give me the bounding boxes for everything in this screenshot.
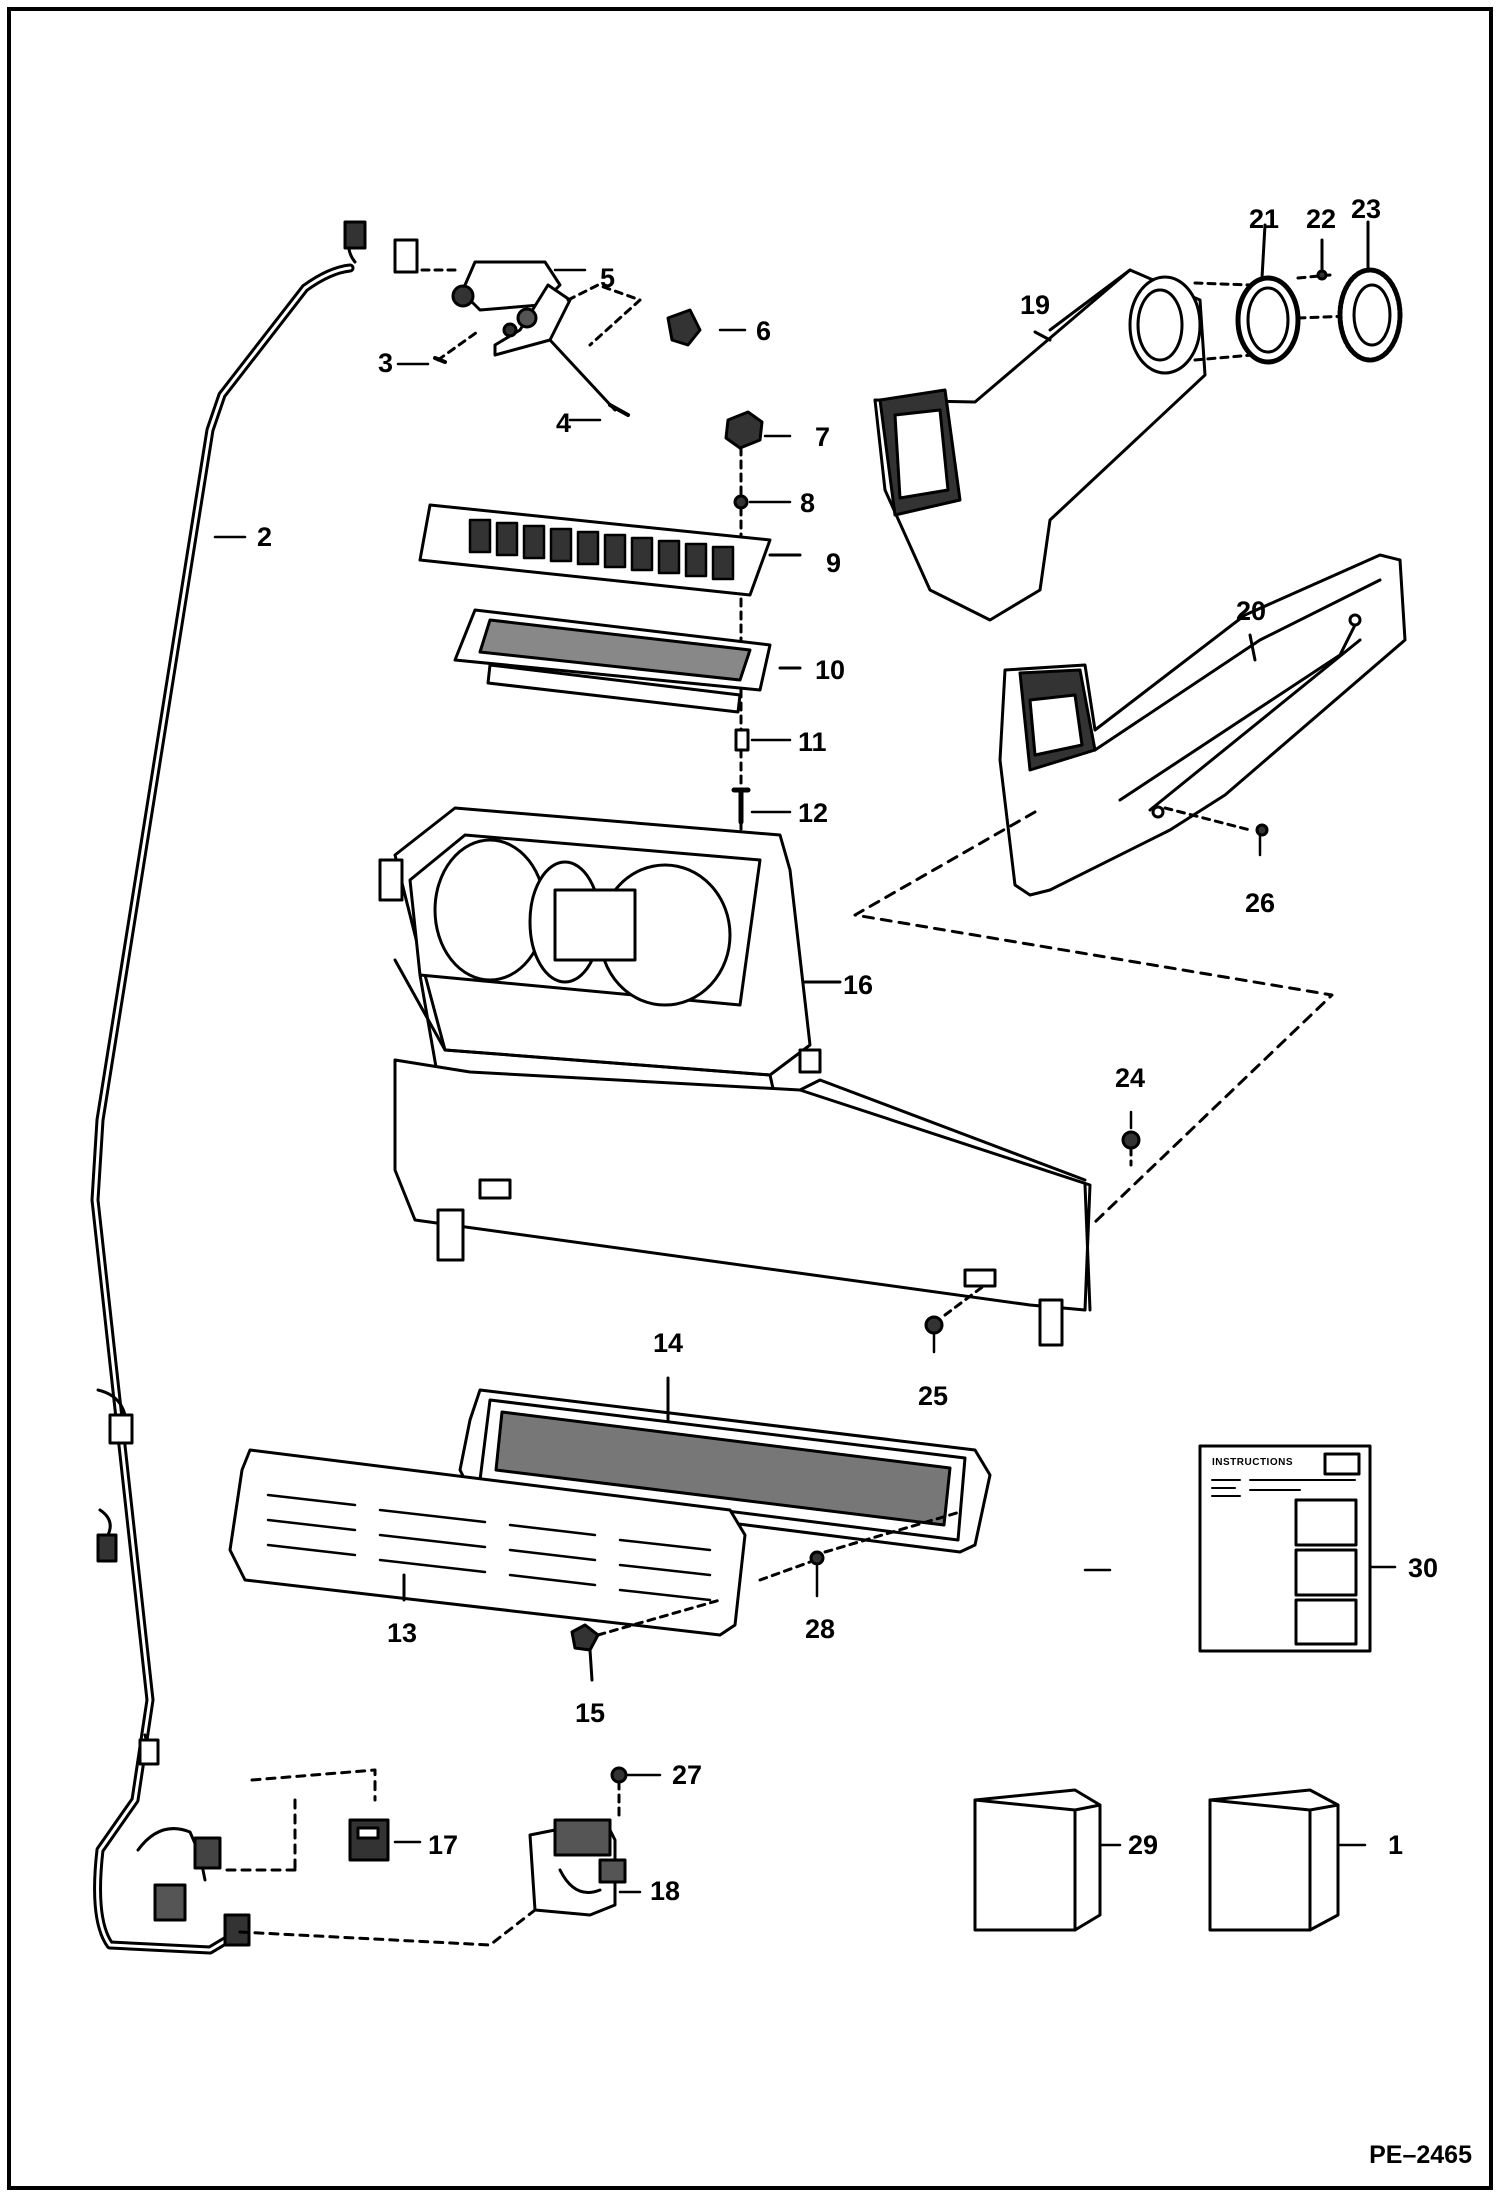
harness-connector — [138, 1738, 160, 1766]
callout-4: 4 — [556, 408, 572, 438]
harness-connector — [193, 1836, 222, 1870]
plenum-base — [393, 1058, 1092, 1312]
instructions-heading: INSTRUCTIONS — [1212, 1457, 1293, 1468]
callout-13: 13 — [387, 1618, 418, 1648]
page-border — [7, 7, 1493, 2190]
callout-1: 1 — [1388, 1830, 1404, 1860]
callout-6: 6 — [756, 316, 772, 346]
callout-29: 29 — [1128, 1830, 1159, 1860]
callout-11: 11 — [798, 727, 827, 757]
callout-20: 20 — [1236, 596, 1267, 626]
callout-18: 18 — [650, 1876, 681, 1906]
callout-15: 15 — [575, 1698, 606, 1728]
duct-20 — [998, 553, 1407, 897]
document-id: PE–2465 — [1369, 2141, 1472, 2169]
callout-9: 9 — [826, 548, 842, 578]
relay-17 — [348, 1818, 390, 1862]
callout-28: 28 — [805, 1614, 836, 1644]
callout-30: 30 — [1408, 1553, 1439, 1583]
harness-connector — [108, 1413, 134, 1445]
callout-10: 10 — [815, 655, 846, 685]
harness-connector — [96, 1533, 118, 1563]
callout-7: 7 — [815, 422, 831, 452]
clip-15 — [570, 1623, 600, 1652]
bottom-grille — [228, 1448, 747, 1637]
callout-22: 22 — [1306, 204, 1337, 234]
callout-25: 25 — [918, 1381, 949, 1411]
box-1 — [1208, 1788, 1340, 1932]
callout-16: 16 — [843, 970, 874, 1000]
box-29 — [973, 1788, 1102, 1932]
callout-2: 2 — [257, 522, 273, 552]
callout-23: 23 — [1351, 194, 1382, 224]
callout-24: 24 — [1115, 1063, 1146, 1093]
callout-19: 19 — [1020, 290, 1051, 320]
harness-connector — [223, 1913, 251, 1947]
callout-14: 14 — [653, 1328, 684, 1358]
nut-24 — [1121, 1130, 1141, 1150]
callout-3: 3 — [378, 348, 394, 378]
callout-21: 21 — [1249, 204, 1280, 234]
callout-12: 12 — [798, 798, 829, 828]
harness-connector — [393, 238, 419, 274]
wiring-harness — [90, 263, 355, 1955]
switch-knob — [666, 308, 702, 347]
harness-connector — [343, 220, 367, 250]
callout-27: 27 — [672, 1760, 703, 1790]
knob-7 — [724, 410, 764, 450]
harness-connector — [153, 1883, 187, 1922]
callout-17: 17 — [428, 1830, 459, 1860]
nut-25 — [924, 1315, 944, 1335]
callout-5: 5 — [600, 263, 616, 293]
callout-8: 8 — [800, 488, 816, 518]
callout-26: 26 — [1245, 888, 1276, 918]
